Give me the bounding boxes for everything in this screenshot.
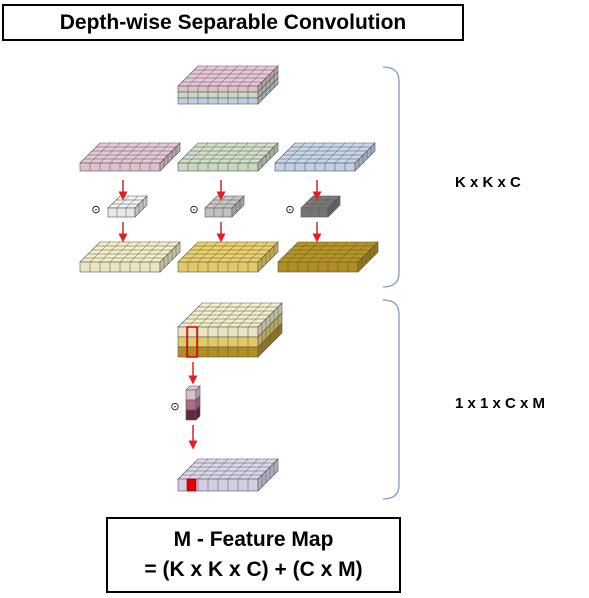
stacked-depthwise-volume <box>177 302 283 358</box>
input-channel-green <box>177 142 279 172</box>
depthwise-dimension-label: K x K x C <box>455 174 521 191</box>
depthwise-bracket <box>382 66 400 288</box>
pointwise-filter <box>185 385 201 421</box>
depthwise-filter-2 <box>204 195 245 218</box>
input-channel-blue <box>274 142 376 172</box>
diagram-title-text: Depth-wise Separable Convolution <box>59 10 407 34</box>
convolve-symbol-3: ⊙ <box>285 203 294 216</box>
depthwise-filter-1 <box>107 195 148 218</box>
output-highlight-cell <box>186 478 197 492</box>
convolve-symbols: ⊙ ⊙ ⊙ ⊙ <box>91 203 294 413</box>
depthwise-output-2 <box>177 241 279 273</box>
depthwise-dimension-text: K x K x C <box>455 174 521 191</box>
highlighted-column <box>186 326 198 358</box>
diagram-brackets <box>382 66 400 500</box>
input-volume <box>177 65 279 105</box>
pointwise-dimension-text: 1 x 1 x C x M <box>455 395 546 412</box>
formula-box: M - Feature Map = (K x K x C) + (C x M) <box>106 517 401 593</box>
diagram-shapes <box>79 65 379 492</box>
convolve-symbol-2: ⊙ <box>189 203 198 216</box>
diagram-arrows <box>118 180 322 450</box>
depthwise-output-3 <box>277 241 379 273</box>
input-channel-pink <box>79 142 181 172</box>
formula-line-1: M - Feature Map <box>173 528 334 551</box>
diagram-title: Depth-wise Separable Convolution <box>2 4 464 41</box>
convolve-symbol-1: ⊙ <box>91 203 100 216</box>
convolve-symbol-4: ⊙ <box>170 400 179 413</box>
pointwise-dimension-label: 1 x 1 x C x M <box>455 395 545 412</box>
pointwise-bracket <box>382 299 400 500</box>
output-feature-map <box>177 458 279 492</box>
formula-line-2: = (K x K x C) + (C x M) <box>144 558 363 581</box>
depthwise-filter-3 <box>300 195 341 218</box>
depthwise-output-1 <box>79 241 181 273</box>
